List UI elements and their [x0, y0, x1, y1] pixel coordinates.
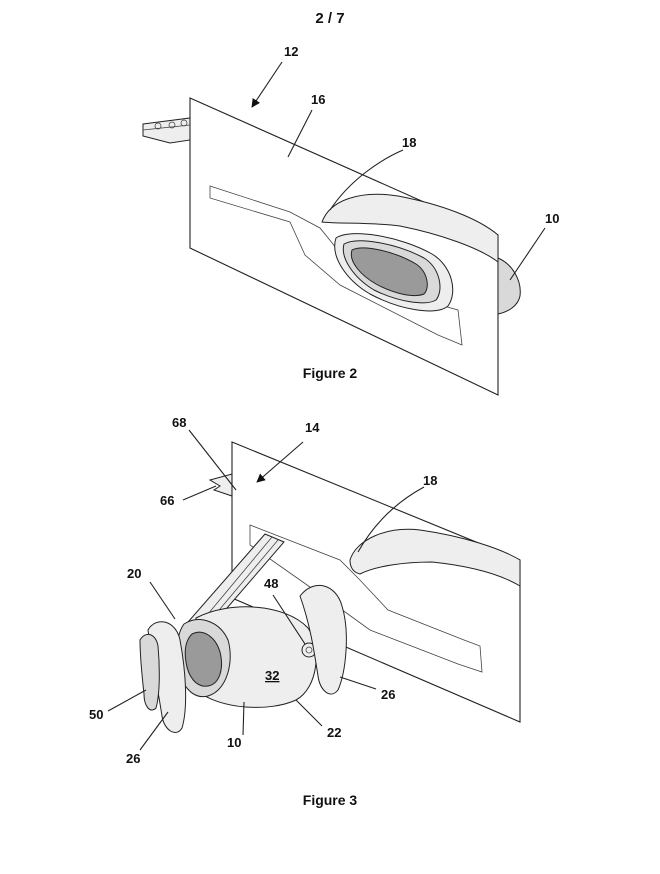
figure-3-caption: Figure 3	[302, 792, 358, 808]
leader-18-fig2	[329, 149, 404, 211]
wing-26-right	[299, 585, 347, 695]
leader-12	[251, 61, 283, 108]
flap-18-fig3	[349, 528, 521, 587]
label-26-right: 26	[381, 687, 395, 702]
leader-18-fig3	[357, 486, 425, 553]
label-50: 50	[89, 707, 103, 722]
panel-14	[231, 441, 521, 723]
label-20: 20	[127, 566, 141, 581]
label-10-fig2: 10	[545, 211, 559, 226]
label-10-fig3: 10	[227, 735, 241, 750]
page-number: 2 / 7	[315, 10, 345, 27]
label-12: 12	[284, 44, 298, 59]
label-18-fig3: 18	[423, 473, 437, 488]
housing-22	[195, 606, 317, 708]
label-66: 66	[160, 493, 174, 508]
leader-26-left	[139, 711, 169, 751]
label-14: 14	[305, 420, 320, 435]
leader-16	[287, 109, 313, 158]
leader-50	[107, 689, 147, 712]
slot-outline-fig3	[249, 524, 483, 673]
leader-14	[256, 441, 304, 483]
figure-2-drawing: 12 16 18 10	[142, 44, 559, 396]
leader-20	[149, 581, 176, 620]
leader-48	[272, 594, 306, 645]
bracket-66	[208, 473, 233, 497]
label-68: 68	[172, 415, 186, 430]
mirror-lens	[334, 233, 454, 312]
leader-26-right	[339, 676, 377, 690]
leader-22	[295, 699, 323, 727]
leader-66	[182, 485, 217, 501]
flap-18	[321, 193, 499, 264]
label-18-fig2: 18	[402, 135, 416, 150]
label-32: 32	[265, 668, 279, 683]
label-48: 48	[264, 576, 278, 591]
wing-50	[139, 633, 160, 711]
leader-10-fig2	[509, 227, 546, 281]
lens-inner	[184, 631, 222, 687]
figure-3-drawing: 68 14 66 18 20 48 32 50 26 10 22 26	[89, 415, 521, 766]
leader-68	[188, 429, 237, 491]
label-22: 22	[327, 725, 341, 740]
slot-outline	[209, 185, 463, 346]
label-26-left: 26	[126, 751, 140, 766]
housing-10	[497, 257, 521, 315]
leader-10-fig3	[242, 701, 245, 736]
mounting-bracket	[142, 117, 191, 144]
figure-2-caption: Figure 2	[302, 365, 358, 381]
label-16: 16	[311, 92, 325, 107]
